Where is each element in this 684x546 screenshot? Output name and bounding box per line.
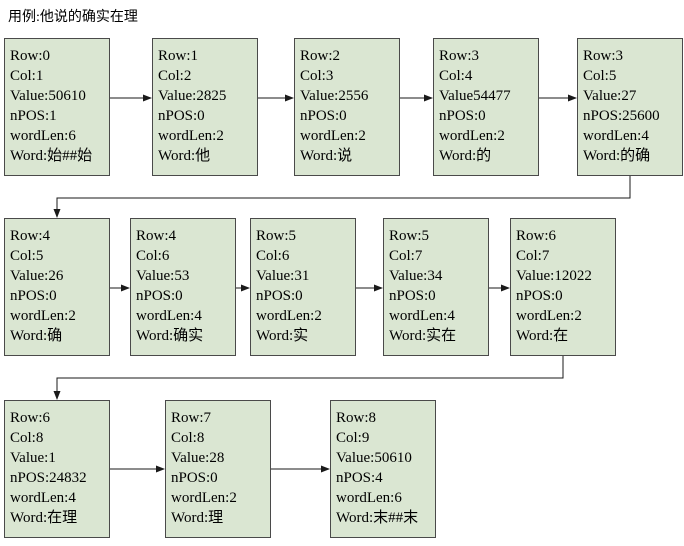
node-field: Col:7	[516, 248, 550, 264]
node-field: nPOS:0	[389, 288, 436, 304]
diagram-title: 用例:他说的确实在理	[8, 10, 138, 25]
node-field: Word:他	[158, 148, 211, 164]
node-field: Value:50610	[336, 450, 412, 466]
node-field: wordLen:2	[10, 308, 76, 324]
node-field: wordLen:2	[171, 490, 237, 506]
node-field: Col:4	[439, 68, 473, 84]
node-field: Row:0	[10, 48, 51, 64]
node-field: Value:1	[10, 450, 56, 466]
node-field: wordLen:6	[336, 490, 402, 506]
node-field: wordLen:4	[389, 308, 455, 324]
node-field: Value:27	[583, 88, 637, 104]
node-field: Value:50610	[10, 88, 86, 104]
node-field: Col:7	[389, 248, 423, 264]
node-field: nPOS:0	[158, 108, 205, 124]
node-field: Word:说	[300, 148, 353, 164]
node-field: nPOS:25600	[583, 108, 660, 124]
node-field: wordLen:2	[439, 128, 505, 144]
node-field: Row:4	[136, 228, 177, 244]
node-field: Row:1	[158, 48, 199, 64]
node-field: Row:3	[583, 48, 624, 64]
node-field: wordLen:2	[256, 308, 322, 324]
node: Row:5 Col:7 Value:34 nPOS:0 wordLen:4 Wo…	[383, 218, 489, 356]
node: Row:7 Col:8 Value:28 nPOS:0 wordLen:2 Wo…	[165, 400, 271, 538]
node-field: Row:4	[10, 228, 51, 244]
node-field: Row:5	[256, 228, 297, 244]
node-field: nPOS:0	[171, 470, 218, 486]
node-field: Word:在理	[10, 510, 78, 526]
node-field: Col:5	[10, 248, 44, 264]
node-field: Value54477	[439, 88, 511, 104]
node-field: Col:2	[158, 68, 192, 84]
node-field: Col:6	[136, 248, 170, 264]
node-field: Word:末##末	[336, 510, 419, 526]
node: Row:0 Col:1 Value:50610 nPOS:1 wordLen:6…	[4, 38, 110, 176]
node-field: Value:53	[136, 268, 190, 284]
node-field: Row:3	[439, 48, 480, 64]
node-field: wordLen:2	[516, 308, 582, 324]
node-field: wordLen:2	[158, 128, 224, 144]
node-field: Word:实	[256, 328, 309, 344]
node-field: Col:8	[171, 430, 205, 446]
node: Row:1 Col:2 Value:2825 nPOS:0 wordLen:2 …	[152, 38, 258, 176]
node-field: wordLen:4	[10, 490, 76, 506]
node-field: Word:在	[516, 328, 569, 344]
node-field: wordLen:6	[10, 128, 76, 144]
node-field: Row:5	[389, 228, 430, 244]
node-field: Value:12022	[516, 268, 592, 284]
node-field: nPOS:0	[300, 108, 347, 124]
node-field: Word:始##始	[10, 148, 93, 164]
node-field: Value:28	[171, 450, 225, 466]
node-field: Col:5	[583, 68, 617, 84]
node-field: nPOS:0	[136, 288, 183, 304]
node-field: Value:31	[256, 268, 310, 284]
node-field: nPOS:0	[516, 288, 563, 304]
node-field: Value:2556	[300, 88, 369, 104]
node-field: Row:7	[171, 410, 212, 426]
node-field: Word:的	[439, 148, 492, 164]
node-field: Word:确	[10, 328, 63, 344]
node-field: Value:34	[389, 268, 443, 284]
node-field: Row:6	[516, 228, 557, 244]
node-field: Col:3	[300, 68, 334, 84]
node-field: nPOS:24832	[10, 470, 87, 486]
node-field: wordLen:2	[300, 128, 366, 144]
node-field: Word:确实	[136, 328, 204, 344]
node-field: nPOS:0	[439, 108, 486, 124]
node-field: Col:9	[336, 430, 370, 446]
node-field: wordLen:4	[583, 128, 649, 144]
node-field: Word:实在	[389, 328, 457, 344]
node: Row:3 Col:5 Value:27 nPOS:25600 wordLen:…	[577, 38, 683, 176]
node-field: wordLen:4	[136, 308, 202, 324]
node: Row:4 Col:6 Value:53 nPOS:0 wordLen:4 Wo…	[130, 218, 236, 356]
node: Row:2 Col:3 Value:2556 nPOS:0 wordLen:2 …	[294, 38, 400, 176]
node-field: Col:6	[256, 248, 290, 264]
node-field: Word:的确	[583, 148, 651, 164]
node-field: Col:1	[10, 68, 44, 84]
node-field: nPOS:4	[336, 470, 383, 486]
node-field: Value:26	[10, 268, 64, 284]
node-field: Col:8	[10, 430, 44, 446]
node-field: Word:理	[171, 510, 224, 526]
node-field: Row:6	[10, 410, 51, 426]
node-field: nPOS:1	[10, 108, 57, 124]
node-field: nPOS:0	[10, 288, 57, 304]
node-field: Row:8	[336, 410, 377, 426]
node: Row:5 Col:6 Value:31 nPOS:0 wordLen:2 Wo…	[250, 218, 356, 356]
node: Row:6 Col:8 Value:1 nPOS:24832 wordLen:4…	[4, 400, 110, 538]
node-field: Value:2825	[158, 88, 227, 104]
node-field: Row:2	[300, 48, 341, 64]
node: Row:4 Col:5 Value:26 nPOS:0 wordLen:2 Wo…	[4, 218, 110, 356]
node-field: nPOS:0	[256, 288, 303, 304]
node: Row:6 Col:7 Value:12022 nPOS:0 wordLen:2…	[510, 218, 616, 356]
node: Row:3 Col:4 Value54477 nPOS:0 wordLen:2 …	[433, 38, 539, 176]
node: Row:8 Col:9 Value:50610 nPOS:4 wordLen:6…	[330, 400, 436, 538]
